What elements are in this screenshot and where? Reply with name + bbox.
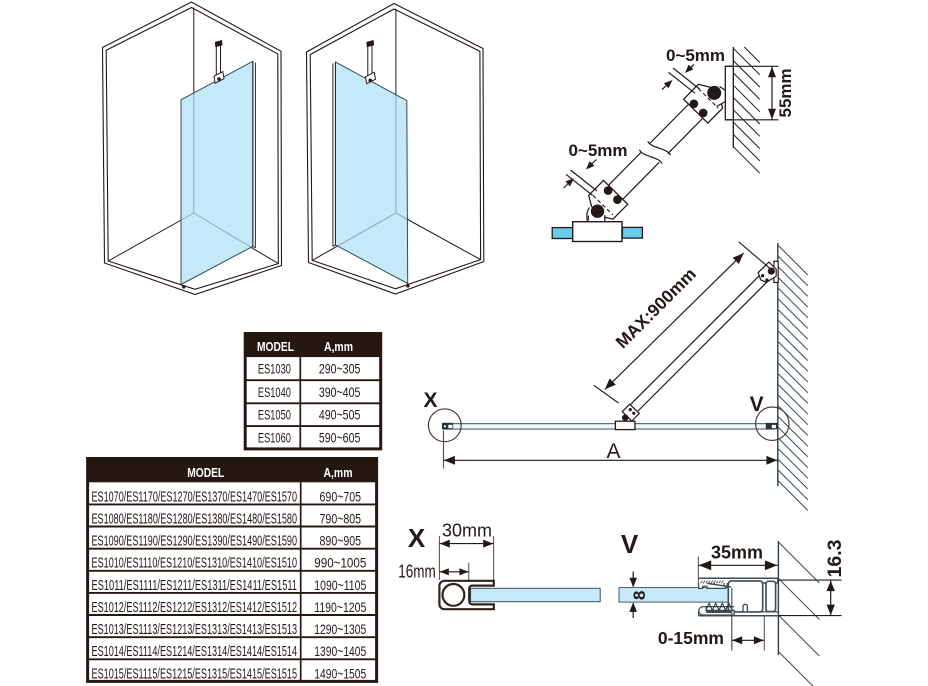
svg-text:0-15mm: 0-15mm xyxy=(658,628,724,648)
svg-text:290~305: 290~305 xyxy=(319,361,361,377)
svg-text:990~1005: 990~1005 xyxy=(314,555,366,571)
svg-text:55mm: 55mm xyxy=(776,68,795,117)
svg-text:8: 8 xyxy=(630,591,649,600)
svg-text:A,mm: A,mm xyxy=(324,465,353,480)
svg-text:890~905: 890~905 xyxy=(320,533,362,549)
svg-text:790~805: 790~805 xyxy=(320,510,362,526)
svg-text:ES1010/ES1110/ES1210/ES1310/ES: ES1010/ES1110/ES1210/ES1310/ES1410/ES151… xyxy=(92,556,298,572)
svg-text:ES1040: ES1040 xyxy=(258,384,291,400)
svg-text:ES1050: ES1050 xyxy=(258,407,291,423)
svg-text:ES1013/ES1113/ES1213/ES1313/ES: ES1013/ES1113/ES1213/ES1313/ES1413/ES151… xyxy=(92,622,298,638)
svg-text:ES1011/ES1111/ES1211/ES1311/ES: ES1011/ES1111/ES1211/ES1311/ES1411/ES151… xyxy=(92,578,298,594)
svg-text:ES1014/ES1114/ES1214/ES1314/ES: ES1014/ES1114/ES1214/ES1314/ES1414/ES151… xyxy=(92,644,298,660)
svg-text:0~5mm: 0~5mm xyxy=(568,141,627,160)
svg-text:16.3: 16.3 xyxy=(825,540,846,578)
svg-text:1190~1205: 1190~1205 xyxy=(314,599,366,615)
svg-text:V: V xyxy=(621,529,639,559)
svg-text:690~705: 690~705 xyxy=(320,488,362,504)
svg-text:1390~1405: 1390~1405 xyxy=(314,643,366,659)
svg-text:1090~1105: 1090~1105 xyxy=(314,577,366,593)
svg-text:490~505: 490~505 xyxy=(319,407,361,423)
svg-text:MODEL: MODEL xyxy=(257,339,294,354)
svg-text:A,mm: A,mm xyxy=(324,339,353,354)
svg-text:1290~1305: 1290~1305 xyxy=(314,621,366,637)
svg-text:1490~1505: 1490~1505 xyxy=(314,665,366,681)
svg-text:ES1015/ES1115/ES1215/ES1315/ES: ES1015/ES1115/ES1215/ES1315/ES1415/ES151… xyxy=(92,666,298,682)
svg-text:ES1012/ES1112/ES1212/ES1312/ES: ES1012/ES1112/ES1212/ES1312/ES1412/ES151… xyxy=(92,600,298,616)
svg-text:X: X xyxy=(408,523,426,553)
svg-text:A: A xyxy=(606,440,620,463)
svg-text:0~5mm: 0~5mm xyxy=(666,46,725,65)
svg-text:30mm: 30mm xyxy=(442,520,492,540)
svg-text:ES1030: ES1030 xyxy=(258,361,291,377)
svg-text:ES1080/ES1180/ES1280/ES1380/ES: ES1080/ES1180/ES1280/ES1380/ES1480/ES158… xyxy=(92,511,298,527)
svg-text:V: V xyxy=(750,393,764,416)
svg-text:ES1090/ES1190/ES1290/ES1390/ES: ES1090/ES1190/ES1290/ES1390/ES1490/ES159… xyxy=(92,534,298,550)
svg-text:ES1060: ES1060 xyxy=(258,430,291,446)
svg-text:ES1070/ES1170/ES1270/ES1370/ES: ES1070/ES1170/ES1270/ES1370/ES1470/ES157… xyxy=(92,489,298,505)
svg-text:MODEL: MODEL xyxy=(187,465,224,480)
svg-text:35mm: 35mm xyxy=(711,543,763,563)
svg-text:590~605: 590~605 xyxy=(319,430,361,446)
svg-text:X: X xyxy=(423,389,437,412)
svg-text:16mm: 16mm xyxy=(398,562,436,582)
svg-text:390~405: 390~405 xyxy=(319,384,361,400)
